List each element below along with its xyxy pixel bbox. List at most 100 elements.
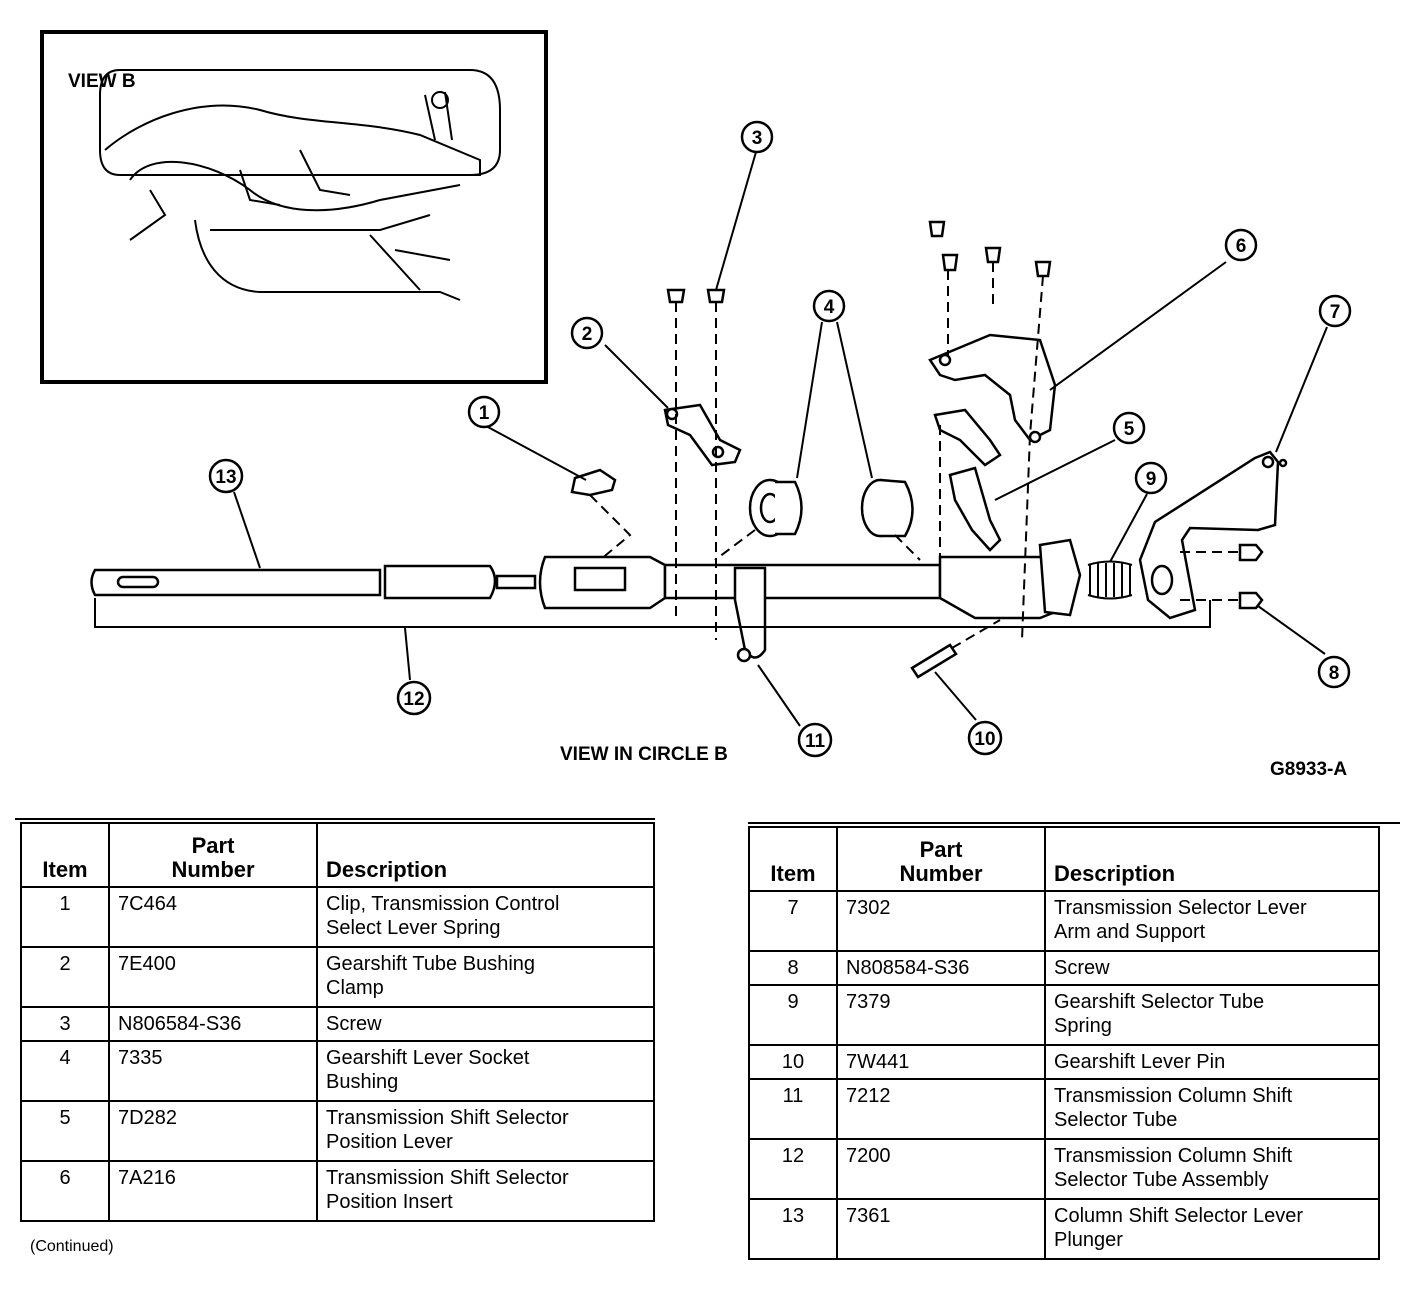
figure-code: G8933-A bbox=[1270, 759, 1347, 780]
item-cell: 3 bbox=[20, 1006, 110, 1042]
callout-5: 5 bbox=[1112, 411, 1146, 445]
svg-text:4: 4 bbox=[824, 297, 835, 318]
callout-13: 13 bbox=[208, 458, 244, 494]
callout-6: 6 bbox=[1224, 228, 1258, 262]
lever-pin-part-10 bbox=[910, 619, 1001, 679]
part-number-cell: 7302 bbox=[836, 890, 1046, 952]
callout-12: 12 bbox=[396, 680, 432, 716]
lever-arm-support-part-7 bbox=[1138, 450, 1288, 620]
description-cell: Gearshift Lever Pin bbox=[1044, 1044, 1380, 1080]
item-cell: 5 bbox=[20, 1100, 110, 1162]
part-number-cell: 7200 bbox=[836, 1138, 1046, 1200]
item-cell: 1 bbox=[20, 886, 110, 948]
item-cell: 13 bbox=[748, 1198, 838, 1260]
svg-text:12: 12 bbox=[403, 689, 424, 710]
part-number-cell: 7E400 bbox=[108, 946, 318, 1008]
position-insert-part-6 bbox=[928, 220, 1057, 641]
part-number-cell: 7379 bbox=[836, 984, 1046, 1046]
part-number-cell: N808584-S36 bbox=[836, 950, 1046, 986]
tube-spring-part-9 bbox=[1087, 560, 1133, 600]
separator-rule-right bbox=[748, 822, 1400, 824]
continued-note: (Continued) bbox=[30, 1238, 114, 1255]
separator-rule-left bbox=[15, 818, 655, 820]
description-cell: Screw bbox=[316, 1006, 655, 1042]
svg-text:9: 9 bbox=[1146, 469, 1157, 490]
part-number-cell: 7A216 bbox=[108, 1160, 318, 1222]
callout-4: 4 bbox=[812, 289, 846, 323]
callout-1: 1 bbox=[467, 395, 501, 429]
callout-3: 3 bbox=[740, 120, 774, 154]
callout-11: 11 bbox=[797, 722, 833, 758]
svg-text:11: 11 bbox=[805, 731, 826, 752]
callout-8: 8 bbox=[1317, 655, 1351, 689]
svg-text:6: 6 bbox=[1236, 236, 1247, 257]
svg-text:10: 10 bbox=[974, 729, 995, 750]
screws-part-8 bbox=[1238, 543, 1264, 610]
socket-bushings-part-4 bbox=[714, 478, 921, 561]
inset-view-label: VIEW B bbox=[68, 71, 136, 92]
item-cell: 11 bbox=[748, 1078, 838, 1140]
item-cell: 10 bbox=[748, 1044, 838, 1080]
svg-text:2: 2 bbox=[582, 324, 593, 345]
svg-text:7: 7 bbox=[1330, 302, 1341, 323]
item-cell: 6 bbox=[20, 1160, 110, 1222]
bushing-clamp-part-2 bbox=[663, 403, 742, 467]
part-number-cell: 7W441 bbox=[836, 1044, 1046, 1080]
item-cell: 9 bbox=[748, 984, 838, 1046]
part-number-cell: 7361 bbox=[836, 1198, 1046, 1260]
svg-text:1: 1 bbox=[479, 403, 490, 424]
selector-tube-assembly bbox=[90, 538, 1211, 663]
header-description: Description bbox=[1044, 826, 1380, 892]
part-number-cell: 7C464 bbox=[108, 886, 318, 948]
header-item: Item bbox=[20, 822, 110, 888]
part-number-cell: 7335 bbox=[108, 1040, 318, 1102]
callout-10: 10 bbox=[967, 720, 1003, 756]
item-cell: 12 bbox=[748, 1138, 838, 1200]
clip-part-1 bbox=[570, 468, 632, 561]
position-lever-part-5 bbox=[948, 466, 1002, 552]
svg-text:3: 3 bbox=[752, 128, 763, 149]
header-item: Item bbox=[748, 826, 838, 892]
part-number-cell: 7212 bbox=[836, 1078, 1046, 1140]
item-cell: 7 bbox=[748, 890, 838, 952]
callouts: 1 2 3 4 5 6 7 8 9 10 11 12 13 bbox=[208, 120, 1352, 758]
item-cell: 2 bbox=[20, 946, 110, 1008]
callout-7: 7 bbox=[1318, 294, 1352, 328]
svg-text:13: 13 bbox=[215, 467, 236, 488]
svg-text:5: 5 bbox=[1124, 419, 1135, 440]
inset-view-b: VIEW B bbox=[40, 30, 548, 384]
diagram-caption: VIEW IN CIRCLE B bbox=[560, 744, 728, 765]
leader-lines bbox=[233, 151, 1328, 727]
item-cell: 4 bbox=[20, 1040, 110, 1102]
exploded-view-diagram: VIEW B bbox=[40, 30, 1352, 780]
header-description: Description bbox=[316, 822, 655, 888]
description-cell: Screw bbox=[1044, 950, 1380, 986]
svg-text:8: 8 bbox=[1329, 663, 1340, 684]
